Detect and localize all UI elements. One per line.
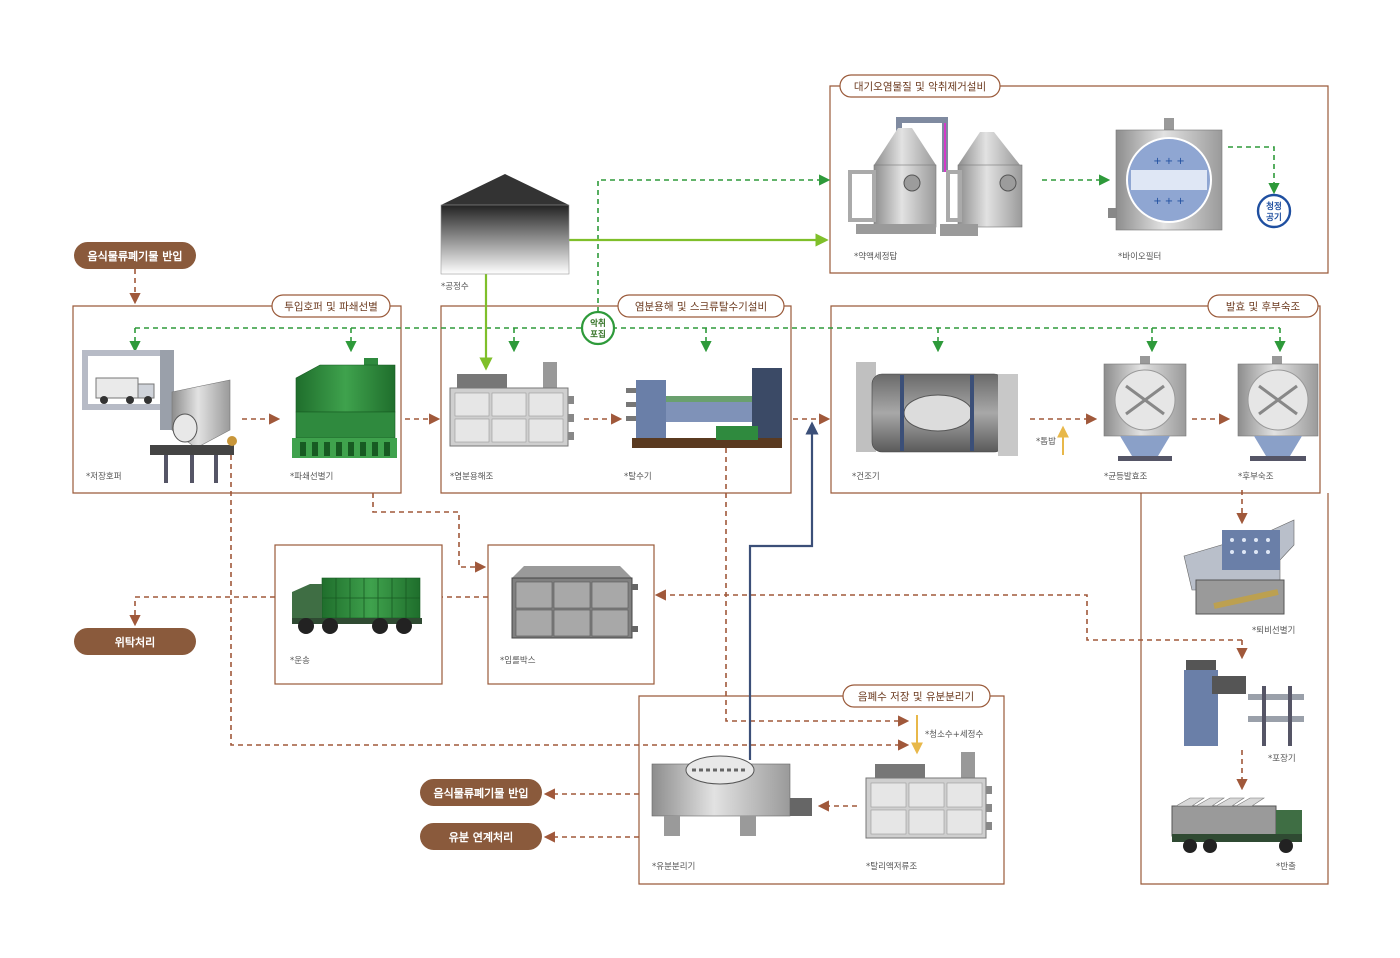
dryer-icon xyxy=(856,362,1018,456)
chem-scrubber-icon xyxy=(848,117,1023,236)
frame-ferment-lower xyxy=(1140,493,1329,885)
svg-text:대기오염물질 및 악취제거설비: 대기오염물질 및 악취제거설비 xyxy=(854,81,986,93)
brown-flows xyxy=(129,269,1248,843)
label-packing: *포장기 xyxy=(1268,753,1296,764)
flow-dewater-to-wastewater xyxy=(725,448,910,727)
frame-ferment xyxy=(830,305,1321,494)
label-chem-scrubber: *약액세정탑 xyxy=(854,251,898,262)
label-sawdust: *톱밥 xyxy=(1036,437,1056,447)
svg-text:공기: 공기 xyxy=(1266,212,1282,223)
svg-text:음식물류폐기물 반입: 음식물류폐기물 반입 xyxy=(434,786,529,800)
frame-wastewater xyxy=(638,695,1005,885)
label-oil-separator: *유분분리기 xyxy=(652,862,695,872)
svg-text:포집: 포집 xyxy=(590,329,606,340)
label-biofilter: *바이오필터 xyxy=(1118,251,1161,262)
compost-sorter-icon xyxy=(1183,519,1295,615)
oil-separator-icon xyxy=(651,755,812,836)
frame-hopper xyxy=(72,305,402,494)
leachate-tank-icon xyxy=(865,752,992,839)
flow-sorter-to-rollbox xyxy=(654,589,1242,641)
pill-oil-link: 유분 연계처리 xyxy=(420,823,542,850)
label-cleaning-water: *청소수+세정수 xyxy=(925,729,983,740)
label-crusher: *파쇄선별기 xyxy=(290,471,333,482)
svg-text:유분 연계처리: 유분 연계처리 xyxy=(449,830,514,844)
svg-text:악취: 악취 xyxy=(590,318,606,329)
ferment-tank-icon xyxy=(1103,356,1187,461)
pill-inbound-bottom: 음식물류폐기물 반입 xyxy=(420,779,542,806)
odor-up-to-scrubber xyxy=(597,174,831,312)
clean-air-badge: 청정 공기 xyxy=(1256,193,1292,229)
biofilter-icon: + + + + + + xyxy=(1108,118,1223,231)
svg-text:투입호퍼 및 파쇄선별: 투입호퍼 및 파쇄선별 xyxy=(284,300,378,313)
label-salt-tank: *염분용해조 xyxy=(450,471,494,482)
title-salt: 염분용해 및 스크류탈수기설비 xyxy=(617,294,785,318)
title-hopper: 투입호퍼 및 파쇄선별 xyxy=(271,294,391,318)
label-leachate-tank: *탈리액저류조 xyxy=(866,861,917,872)
label-ferment-tank: *균등발효조 xyxy=(1104,471,1148,482)
section-frames xyxy=(72,85,1329,885)
transport-truck-icon xyxy=(292,577,422,634)
svg-text:음폐수 저장 및 유분분리기: 음폐수 저장 및 유분분리기 xyxy=(858,691,974,703)
salt-tank-icon xyxy=(449,362,574,447)
separator-to-dryer-flow xyxy=(748,421,819,760)
title-ferment: 발효 및 후부숙조 xyxy=(1207,294,1319,318)
svg-text:+ + +: + + + xyxy=(1153,196,1185,207)
label-transport: *운송 xyxy=(290,656,310,666)
section-titles: 대기오염물질 및 악취제거설비 투입호퍼 및 파쇄선별 염분용해 및 스크류탈수… xyxy=(271,74,1319,708)
svg-text:위탁처리: 위탁처리 xyxy=(115,635,155,649)
flow-transport-to-consign xyxy=(129,596,275,627)
title-wastewater: 음폐수 저장 및 유분분리기 xyxy=(842,684,991,708)
process-water-tank-icon xyxy=(440,174,570,275)
label-roll-box: *임롤박스 xyxy=(500,655,536,666)
roll-box-icon xyxy=(511,566,638,639)
frame-rollbox xyxy=(487,544,655,685)
odor-collect-badge: 악취 포집 xyxy=(580,310,616,346)
label-storage-hopper: *저장호퍼 xyxy=(86,471,122,482)
label-dryer: *건조기 xyxy=(852,471,880,482)
label-process-water: *공정수 xyxy=(441,281,469,292)
packing-icon xyxy=(1184,660,1304,746)
svg-text:염분용해 및 스크류탈수기설비: 염분용해 및 스크류탈수기설비 xyxy=(635,300,767,313)
storage-hopper-icon xyxy=(82,350,237,483)
label-post-tank: *후부숙조 xyxy=(1238,472,1274,482)
svg-text:음식물류폐기물 반입: 음식물류폐기물 반입 xyxy=(88,249,183,263)
post-tank-icon xyxy=(1237,356,1319,461)
title-air: 대기오염물질 및 악취제거설비 xyxy=(839,74,1001,98)
label-dewater: *탈수기 xyxy=(624,472,652,482)
label-compost-sorter: *퇴비선별기 xyxy=(1252,625,1295,636)
svg-text:청정: 청정 xyxy=(1266,201,1282,212)
pill-consign: 위탁처리 xyxy=(74,628,196,655)
green-odor-flows xyxy=(129,146,1286,353)
pill-inbound-top: 음식물류폐기물 반입 xyxy=(74,242,196,269)
process-water-flows xyxy=(479,233,829,371)
frame-air xyxy=(829,85,1329,274)
svg-text:발효 및 후부숙조: 발효 및 후부숙조 xyxy=(1226,301,1301,313)
frame-transport xyxy=(274,544,443,685)
label-outbound: *반출 xyxy=(1276,861,1296,872)
biofilter-to-clean xyxy=(1228,146,1280,195)
dewater-icon xyxy=(626,368,782,448)
crusher-icon xyxy=(292,358,397,458)
flow-hopper-to-wastewater xyxy=(230,455,910,751)
flow-crusher-to-rollbox xyxy=(372,493,487,573)
frame-salt xyxy=(440,305,792,494)
svg-text:+ + +: + + + xyxy=(1153,156,1185,167)
outbound-truck-icon xyxy=(1171,797,1302,853)
